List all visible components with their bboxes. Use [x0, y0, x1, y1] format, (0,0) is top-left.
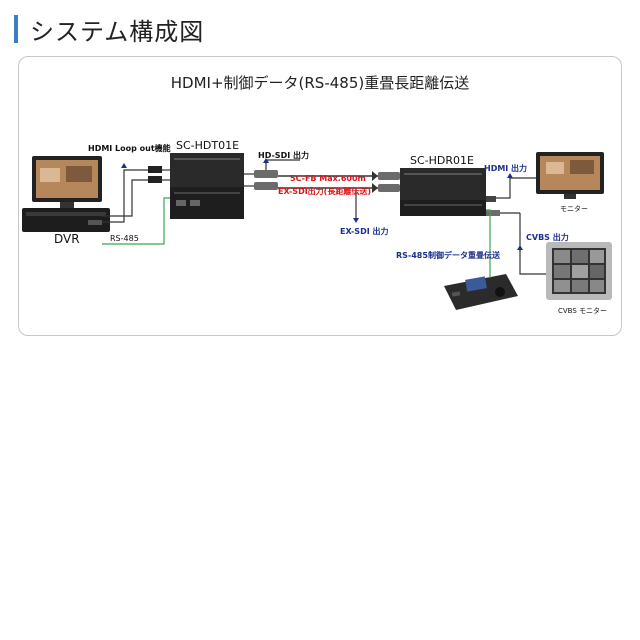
ex-sdi-out-label: EX-SDI 出力	[340, 227, 389, 236]
cvbs-monitor-icon	[546, 242, 612, 300]
hdmi-loop-label: HDMI Loop out機能	[88, 144, 171, 153]
hdmi-out-label: HDMI 出力	[484, 164, 528, 173]
controller-keyboard-icon	[444, 274, 518, 310]
rs485-overlay-label: RS-485制御データ重畳伝送	[396, 251, 500, 260]
cvbs-out-label: CVBS 出力	[526, 233, 569, 242]
cvbs-monitor-label: CVBS モニター	[558, 307, 608, 315]
arrow-up-icon	[121, 163, 127, 168]
dvr-recorder-icon	[22, 208, 110, 232]
rs485-label: RS-485	[110, 234, 139, 243]
hdmi-connector-icon	[148, 166, 162, 183]
dvr-monitor-icon	[32, 156, 102, 208]
bnc-connector-icon	[254, 170, 278, 190]
header-accent-bar	[14, 15, 18, 43]
monitor-label: モニター	[560, 205, 588, 213]
transmitter-device-icon	[170, 153, 244, 219]
receiver-device-icon	[400, 168, 486, 216]
page-header: システム構成図	[14, 14, 205, 46]
fb-max-label: 5C-FB Max.600m	[290, 174, 366, 183]
dvr-label: DVR	[54, 232, 80, 246]
rs485-line-receiver	[486, 209, 491, 278]
rs485-line-dvr	[102, 197, 170, 245]
hdmi-cable-line-2	[102, 179, 148, 217]
ex-sdi-long-label: EX-SDI出力(長距離伝送)	[278, 187, 371, 196]
diagram-panel	[18, 56, 622, 336]
hdmi-cable-line-1	[102, 169, 148, 223]
receiver-label: SC-HDR01E	[410, 154, 474, 167]
transmitter-label: SC-HDT01E	[176, 139, 240, 152]
page-title: システム構成図	[30, 17, 205, 46]
hd-sdi-out-label: HD-SDI 出力	[258, 151, 309, 160]
diagram-title: HDMI+制御データ(RS-485)重畳長距離伝送	[170, 74, 470, 92]
monitor-icon	[536, 152, 604, 199]
